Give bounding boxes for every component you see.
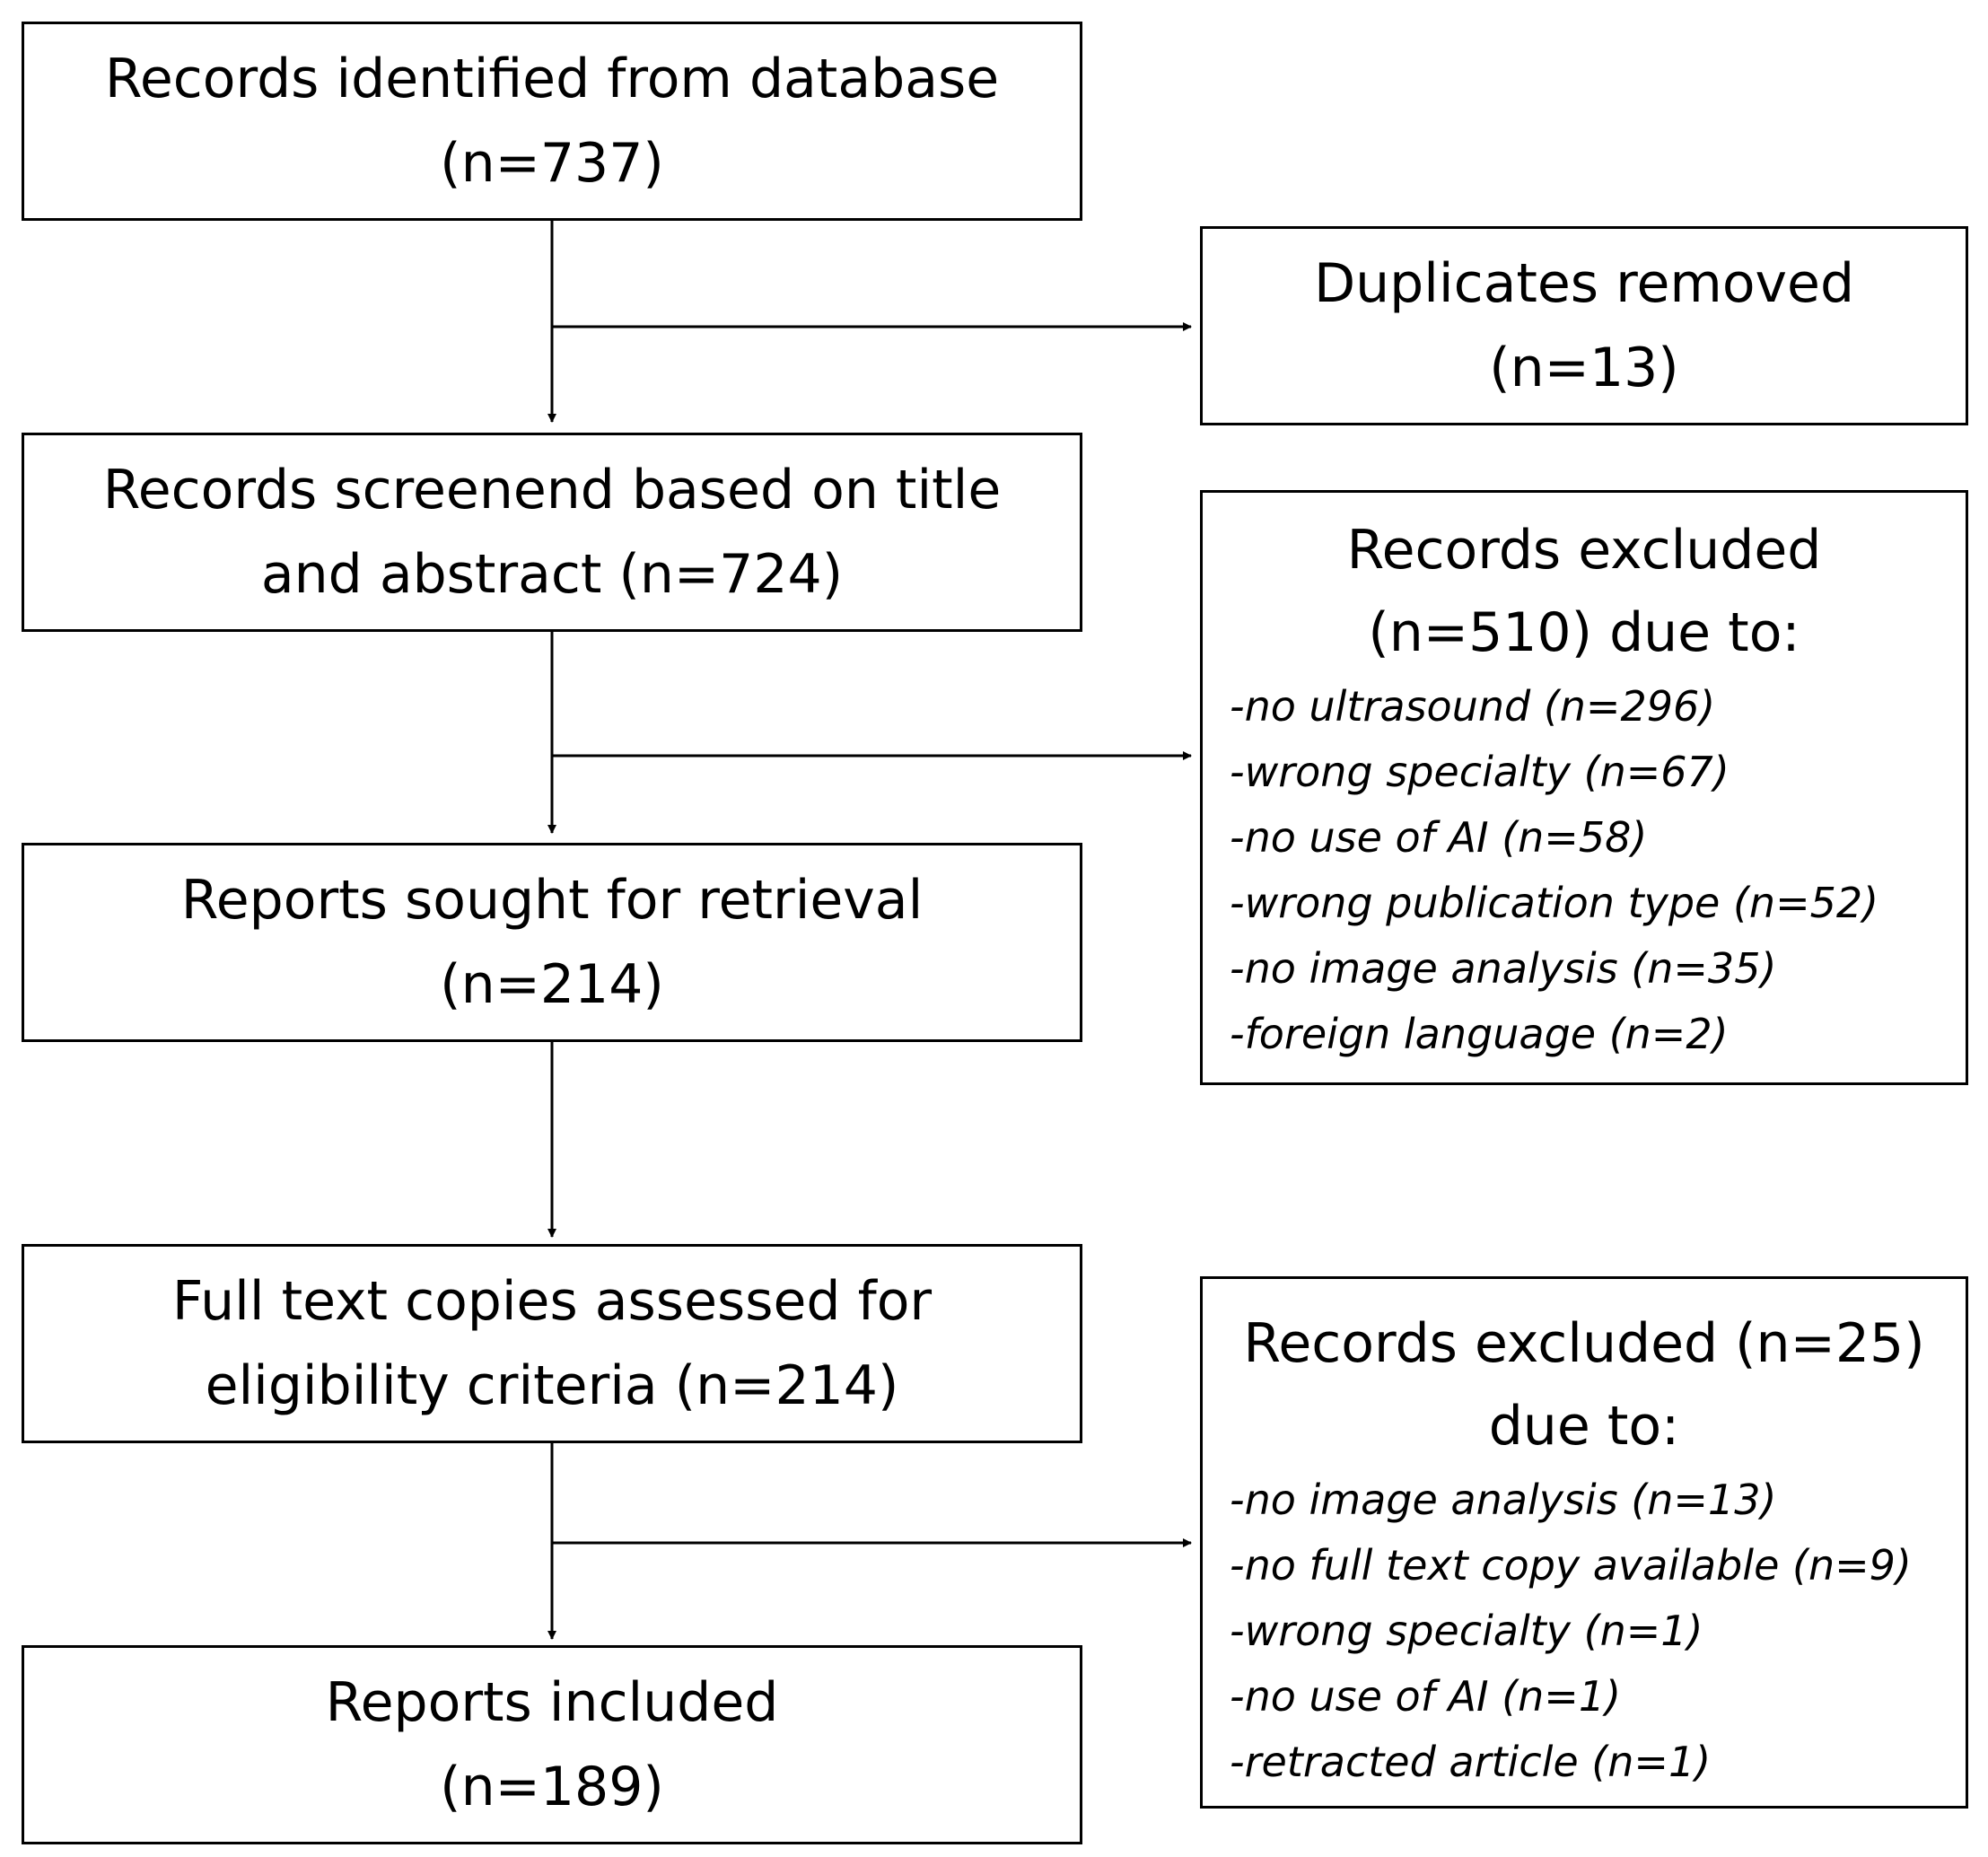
records-identified-text: Records identified from database (n=737) bbox=[104, 48, 1000, 195]
list-item: -no use of AI (n=58) bbox=[1230, 813, 1648, 862]
box-records-excluded-fulltext: Records excluded (n=25) due to: -no imag… bbox=[1200, 1276, 1968, 1809]
list-item: -no full text copy available (n=9) bbox=[1230, 1541, 1912, 1590]
reports-included-text: Reports included (n=189) bbox=[325, 1671, 779, 1818]
list-item: -foreign language (n=2) bbox=[1230, 1010, 1729, 1058]
list-item: -wrong publication type (n=52) bbox=[1230, 879, 1879, 927]
excluded-fulltext-reasons: -no image analysis (n=13) -no full text … bbox=[1203, 1467, 1966, 1795]
box-reports-sought: Reports sought for retrieval (n=214) bbox=[22, 843, 1082, 1042]
list-item: -wrong specialty (n=67) bbox=[1230, 748, 1730, 796]
excluded-screening-title: Records excluded (n=510) due to: bbox=[1346, 519, 1822, 664]
records-screened-text: Records screenend based on title and abs… bbox=[102, 459, 1002, 606]
reports-sought-text: Reports sought for retrieval (n=214) bbox=[180, 869, 924, 1016]
list-item: -no use of AI (n=1) bbox=[1230, 1672, 1622, 1721]
list-item: -wrong specialty (n=1) bbox=[1230, 1607, 1703, 1655]
list-item: -no ultrasound (n=296) bbox=[1230, 682, 1716, 731]
list-item: -no image analysis (n=13) bbox=[1230, 1476, 1777, 1524]
list-item: -retracted article (n=1) bbox=[1230, 1738, 1712, 1786]
excluded-fulltext-title: Records excluded (n=25) due to: bbox=[1243, 1312, 1925, 1458]
box-reports-included: Reports included (n=189) bbox=[22, 1645, 1082, 1844]
duplicates-removed-text: Duplicates removed (n=13) bbox=[1313, 252, 1855, 399]
box-records-excluded-screening: Records excluded (n=510) due to: -no ult… bbox=[1200, 490, 1968, 1085]
box-records-screened: Records screenend based on title and abs… bbox=[22, 433, 1082, 632]
excluded-screening-reasons: -no ultrasound (n=296) -wrong specialty … bbox=[1203, 674, 1966, 1067]
box-records-identified: Records identified from database (n=737) bbox=[22, 22, 1082, 221]
box-duplicates-removed: Duplicates removed (n=13) bbox=[1200, 226, 1968, 425]
fulltext-assessed-text: Full text copies assessed for eligibilit… bbox=[171, 1270, 933, 1417]
list-item: -no image analysis (n=35) bbox=[1230, 944, 1777, 993]
box-fulltext-assessed: Full text copies assessed for eligibilit… bbox=[22, 1244, 1082, 1443]
